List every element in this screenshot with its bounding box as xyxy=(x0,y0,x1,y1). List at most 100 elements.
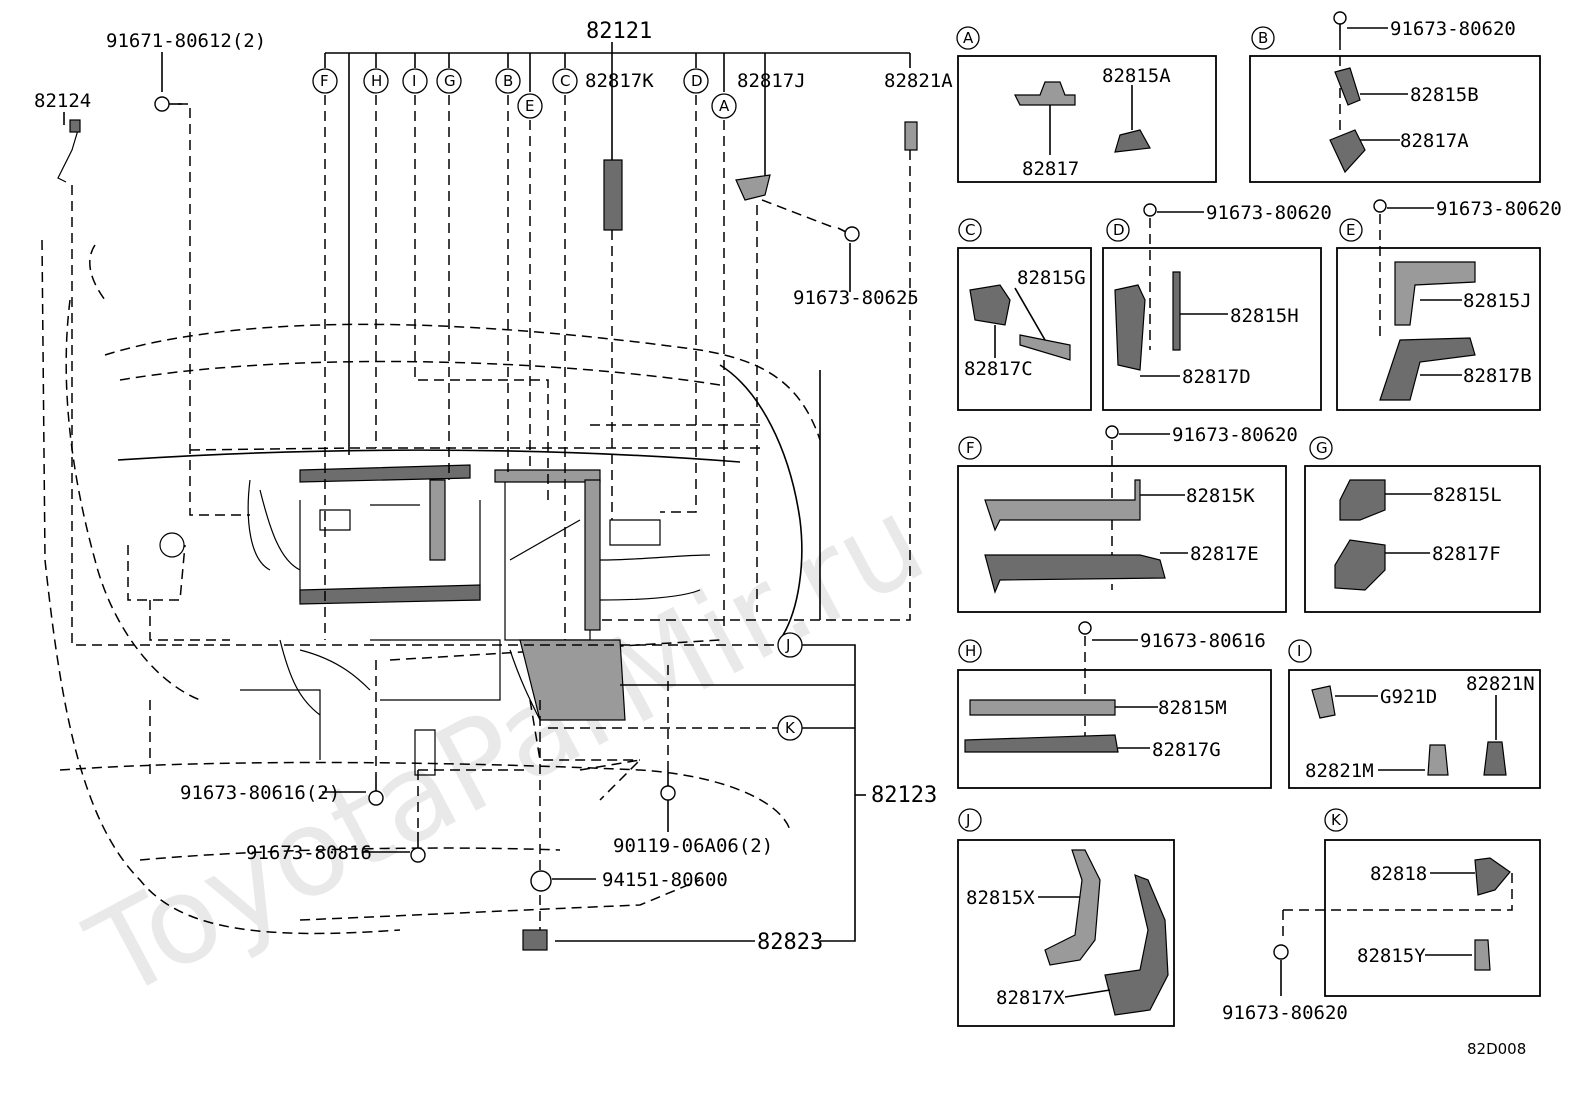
clamp-82815A-icon xyxy=(1114,129,1151,153)
bracket-82817-icon xyxy=(1014,81,1076,106)
svg-text:J: J xyxy=(785,636,790,654)
clamp-82815Y-icon xyxy=(1474,939,1491,971)
bolt-91673-80616-icon xyxy=(368,775,384,806)
box-letter-J: J xyxy=(965,811,970,829)
box-letter-H: H xyxy=(965,642,976,660)
label-82817: 82817 xyxy=(1022,158,1079,180)
clamp-82817G-icon xyxy=(964,734,1119,753)
label-82815H: 82815H xyxy=(1230,305,1299,327)
box-letter-E: E xyxy=(1346,221,1355,239)
label-F-bolt: 91673-80620 xyxy=(1172,424,1298,446)
main-labels: 82121 82817K 82817J 82821A 82124 91671-8… xyxy=(34,19,953,955)
box-letter-A: A xyxy=(963,29,974,47)
callout-F: F xyxy=(312,68,338,94)
detail-box-F: F 91673-80620 82815K 82817E xyxy=(957,424,1298,613)
clamp-G921D-icon xyxy=(1311,685,1336,719)
clip-82821N-icon xyxy=(1483,741,1507,776)
box-letter-K: K xyxy=(1331,811,1342,829)
callout-J: J xyxy=(777,632,803,658)
clamp-82817C-icon xyxy=(969,284,1011,326)
clamp-82817F-icon xyxy=(1334,539,1386,591)
protector-82815M-icon xyxy=(969,699,1116,716)
detail-box-E: E 91673-80620 82815J 82817B xyxy=(1336,198,1562,411)
protector-82815L-icon xyxy=(1339,479,1386,521)
label-82124: 82124 xyxy=(34,90,91,112)
clip-82821M-icon xyxy=(1427,744,1449,776)
diagram-code: 82D008 xyxy=(1467,1040,1526,1058)
svg-text:G: G xyxy=(444,72,456,90)
bolt-91673-80816-icon xyxy=(410,832,426,863)
label-82815B: 82815B xyxy=(1410,84,1479,106)
clamp-82817D-icon xyxy=(1114,284,1146,371)
bracket-82818-icon xyxy=(1474,857,1511,896)
callout-A: A xyxy=(711,93,737,119)
detail-box-I: I G921D 82821N 82821M xyxy=(1288,639,1541,789)
label-90119: 90119-06A06(2) xyxy=(613,835,773,857)
svg-text:H: H xyxy=(371,72,382,90)
detail-box-J: J 82815X 82817X xyxy=(957,808,1175,1027)
label-82821M: 82821M xyxy=(1305,760,1374,782)
clip-82823-icon xyxy=(522,929,548,951)
label-82817B: 82817B xyxy=(1463,365,1532,387)
label-82815G: 82815G xyxy=(1017,267,1086,289)
label-82815A: 82815A xyxy=(1102,65,1171,87)
main-callouts: F H I G B E C D A J K xyxy=(312,68,803,741)
box-letter-C: C xyxy=(965,221,975,239)
label-B-bolt: 91673-80620 xyxy=(1390,18,1516,40)
svg-text:K: K xyxy=(785,719,796,737)
detail-box-D: D 91673-80620 82815H 82817D xyxy=(1102,202,1332,411)
label-E-bolt: 91673-80620 xyxy=(1436,198,1562,220)
svg-text:B: B xyxy=(503,72,513,90)
label-82817A: 82817A xyxy=(1400,130,1469,152)
box-letter-B: B xyxy=(1258,29,1268,47)
detail-box-G: G 82815L 82817F xyxy=(1304,436,1541,613)
detail-box-C: C 82815G 82817C xyxy=(957,218,1092,411)
label-K-bolt: 91673-80620 xyxy=(1222,1002,1348,1024)
label-82817J: 82817J xyxy=(737,70,806,92)
box-letter-D: D xyxy=(1113,221,1125,239)
callout-B: B xyxy=(495,68,521,94)
callout-G: G xyxy=(436,68,462,94)
box-letter-F: F xyxy=(966,439,975,457)
svg-text:E: E xyxy=(525,97,534,115)
detail-box-K: K 91673-80620 82818 82815Y xyxy=(1222,808,1541,1024)
box-letter-I: I xyxy=(1297,642,1301,660)
leader-lines xyxy=(63,42,911,942)
harness-82817K-icon xyxy=(603,159,623,231)
label-82817E: 82817E xyxy=(1190,543,1259,565)
box-letter-G: G xyxy=(1316,439,1328,457)
label-91671: 91671-80612(2) xyxy=(106,30,266,52)
bolt-91671-icon xyxy=(154,96,182,112)
label-G921D: G921D xyxy=(1380,686,1437,708)
label-82823: 82823 xyxy=(757,930,823,955)
detail-box-A: A 82815A 82817 xyxy=(956,26,1217,183)
protector-82815K-icon xyxy=(984,479,1141,532)
label-82121: 82121 xyxy=(586,19,652,44)
label-91673-80616: 91673-80616(2) xyxy=(180,782,340,804)
callout-H: H xyxy=(363,68,389,94)
svg-text:A: A xyxy=(719,97,730,115)
protector-82815X-icon xyxy=(1044,849,1101,966)
clamp-82817B-icon xyxy=(1379,337,1476,401)
label-D-bolt: 91673-80620 xyxy=(1206,202,1332,224)
clamp-82817A-icon xyxy=(1329,129,1366,174)
label-82818: 82818 xyxy=(1370,863,1427,885)
label-91673-80816: 91673-80816 xyxy=(246,842,372,864)
label-82817D: 82817D xyxy=(1182,366,1251,388)
label-82815L: 82815L xyxy=(1433,484,1502,506)
main-parts xyxy=(57,96,918,951)
callout-E: E xyxy=(517,93,543,119)
clamp-82817E-icon xyxy=(984,554,1166,594)
label-82817F: 82817F xyxy=(1432,543,1501,565)
label-82815X: 82815X xyxy=(966,887,1035,909)
label-82817G: 82817G xyxy=(1152,739,1221,761)
label-82815K: 82815K xyxy=(1186,485,1255,507)
label-82815M: 82815M xyxy=(1158,697,1227,719)
bolt-91673-80625-icon xyxy=(837,226,860,242)
callout-D: D xyxy=(683,68,709,94)
svg-text:I: I xyxy=(412,72,416,90)
label-82815J: 82815J xyxy=(1463,290,1532,312)
callout-K: K xyxy=(777,715,803,741)
protector-82815J-icon xyxy=(1394,261,1476,326)
